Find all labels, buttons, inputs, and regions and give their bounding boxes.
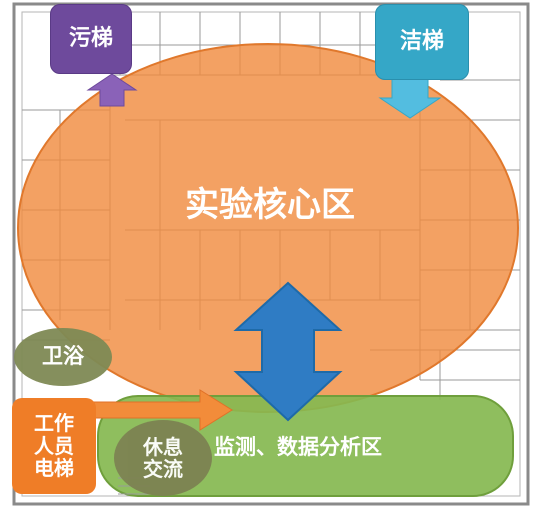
staff-lift-box: 工作 人员 电梯 — [12, 398, 96, 494]
bath-oval: 卫浴 — [14, 328, 112, 386]
staff-lift-label-line-2: 人员 — [34, 433, 74, 458]
clean-lift-label: 洁梯 — [399, 28, 444, 54]
bath-label: 卫浴 — [42, 344, 84, 369]
rest-oval: 休息 交流 — [114, 420, 212, 496]
staff-lift-right-arrow-icon — [93, 389, 233, 431]
rest-label: 休息 交流 — [143, 434, 183, 481]
rest-label-line-2: 交流 — [143, 457, 183, 481]
dirty-lift-up-arrow-icon — [86, 73, 138, 107]
staff-lift-label: 工作 人员 电梯 — [34, 411, 74, 481]
dirty-lift-label: 污梯 — [68, 25, 113, 51]
monitor-zone-label: 监测、数据分析区 — [214, 435, 382, 459]
staff-lift-label-line-1: 工作 — [34, 411, 74, 436]
clean-lift-box: 洁梯 — [375, 4, 469, 80]
staff-lift-label-line-3: 电梯 — [34, 456, 74, 481]
building-outline — [12, 2, 530, 506]
rest-label-line-1: 休息 — [143, 434, 183, 459]
dirty-lift-box: 污梯 — [50, 4, 132, 74]
clean-lift-down-arrow-icon — [378, 77, 442, 119]
core-monitor-double-arrow-icon — [233, 281, 343, 422]
core-zone-label: 实验核心区 — [185, 185, 355, 225]
